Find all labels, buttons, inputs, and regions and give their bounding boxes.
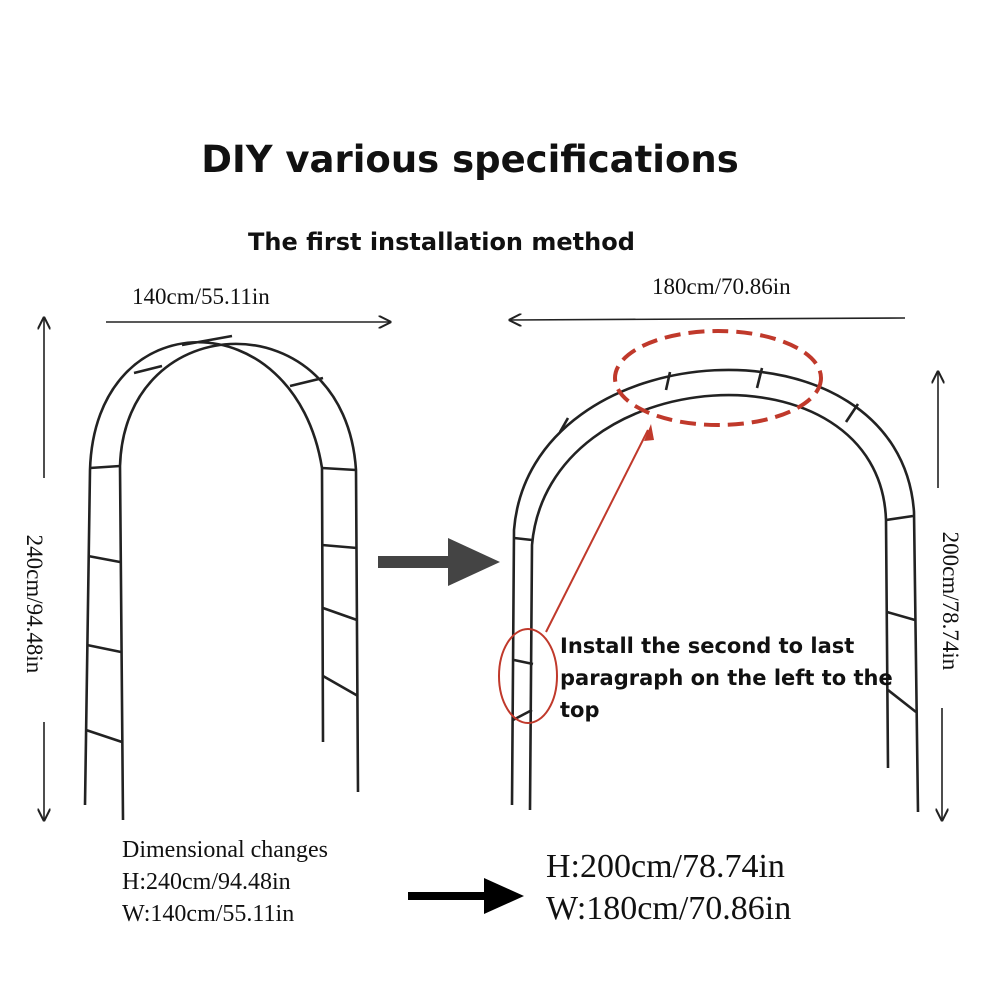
left-arch-rung: [85, 728, 123, 744]
right-arch-rung: [558, 417, 570, 433]
right-arch-inner-tube: [528, 393, 890, 811]
right-arch: [510, 367, 920, 813]
left-arch: [83, 334, 360, 821]
left-arch-rung: [181, 334, 233, 347]
result-arrow: [408, 878, 524, 914]
right-arch-rung: [886, 610, 916, 622]
right-width-label: 180cm/70.86in: [652, 274, 791, 299]
transform-arrow: [378, 538, 500, 586]
left-arch-rung: [133, 364, 163, 375]
left-width-label: 140cm/55.11in: [132, 284, 270, 309]
left-arch-rung: [321, 466, 357, 472]
callout-ellipse-top: [613, 329, 823, 427]
installation-method-heading: The first installation method: [248, 228, 635, 256]
right-arch-rung: [885, 514, 914, 522]
right-arch-rung: [887, 688, 917, 714]
left-arch-rung: [321, 543, 358, 550]
left-arch-rung: [322, 674, 359, 698]
right-arch-rung: [844, 403, 860, 423]
right-arch-outer-tube: [510, 368, 920, 813]
right-arch-rung: [755, 367, 764, 389]
right-height-arrow: [938, 372, 942, 820]
installation-note: Install the second to last paragraph on …: [560, 634, 893, 722]
right-height-label: 200cm/78.74in: [938, 531, 963, 671]
result-width: W:180cm/70.86in: [546, 890, 792, 927]
right-width-arrow: [510, 318, 906, 320]
left-arch-rung: [86, 643, 122, 654]
right-arch-rung: [513, 658, 534, 666]
left-height-label: 240cm/94.48in: [22, 534, 47, 674]
diagram-title: DIY various specifications: [201, 138, 739, 181]
right-arch-rung: [513, 536, 533, 542]
left-arch-rung: [87, 554, 121, 564]
left-arch-rung: [89, 464, 121, 470]
dimensional-changes-block: Dimensional changes H:240cm/94.48in W:14…: [122, 834, 328, 930]
right-arch-rung: [664, 371, 672, 391]
result-dimensions-block: H:200cm/78.74in W:180cm/70.86in: [546, 846, 791, 930]
left-arch-back-tube: [118, 342, 360, 821]
left-arch-rung: [289, 376, 324, 388]
original-height: H:240cm/94.48in: [122, 869, 291, 895]
original-width: W:140cm/55.11in: [122, 901, 295, 927]
callout-pointer: [545, 424, 654, 633]
result-height: H:200cm/78.74in: [546, 848, 785, 885]
left-arch-rung: [322, 606, 358, 622]
callout-ellipse-left: [498, 628, 558, 724]
dimensional-changes-heading: Dimensional changes: [122, 837, 328, 863]
